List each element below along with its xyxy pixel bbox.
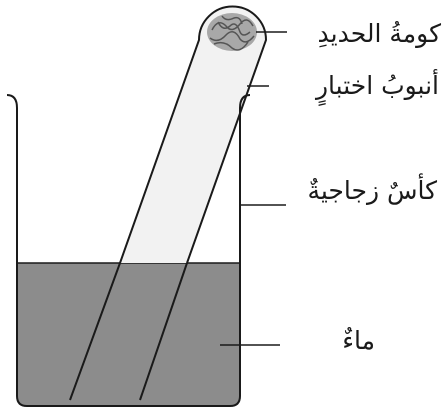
beaker-label: كأسٌ زجاجيةٌ (307, 176, 437, 205)
iron-wool (207, 13, 257, 51)
test-tube-label: أنبوبُ اختبارٍ (315, 71, 439, 100)
test-tube-wall-right (139, 262, 188, 401)
beaker-outline (6, 94, 251, 407)
water (17, 263, 240, 406)
test-tube-outline (119, 5, 268, 264)
test-tube-body (120, 40, 266, 263)
water-label: ماءٌ (342, 326, 375, 355)
test-tube-wall-left (69, 262, 121, 401)
iron-wool-label: كومةُ الحديدِ (317, 19, 441, 48)
